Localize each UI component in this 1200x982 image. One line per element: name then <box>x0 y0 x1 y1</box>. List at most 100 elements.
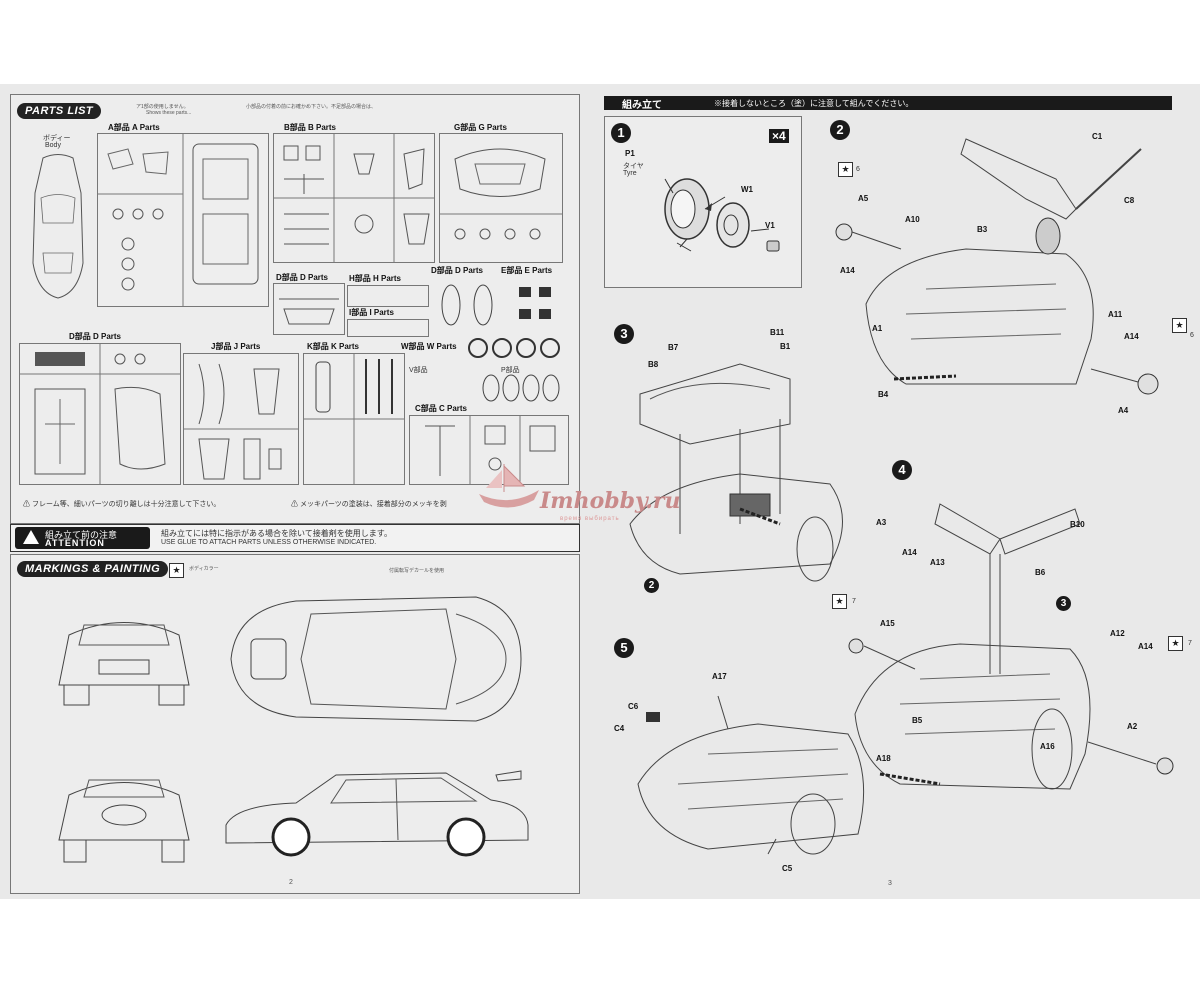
sprue-b: B部品 B Parts <box>273 123 435 263</box>
attention-text-jp: 組み立てには特に指示がある場合を除いて接着剤を使用します。 <box>161 529 392 538</box>
sprue-g-label: G部品 G Parts <box>454 123 507 132</box>
step4-star-right-icon: ★ <box>1168 636 1183 651</box>
step2-star-right-number: 6 <box>1190 332 1194 339</box>
step2-label-b4: B4 <box>878 390 889 399</box>
sprue-d1-label: D部品 D Parts <box>276 273 329 282</box>
color-star-icon: ★ <box>169 563 184 578</box>
sprue-e-drawing <box>441 284 551 326</box>
step1-panel: 1 ×4 P1 タイヤ Tyre W1 V1 <box>604 116 802 288</box>
parts-list-title: PARTS LIST <box>17 103 102 119</box>
step4-label-a2: A2 <box>1127 722 1138 731</box>
step5-label-a18: A18 <box>876 754 891 763</box>
sprue-d2-drawing <box>20 344 180 484</box>
parts-footer-left: ⚠ フレーム等、細いパーツの切り離しは十分注意して下さい。 <box>23 501 221 508</box>
sprue-i-label: I部品 I Parts <box>349 308 394 317</box>
sprue-c-label: C部品 C Parts <box>415 404 468 413</box>
step2-drawing <box>835 138 1159 395</box>
markings-title: MARKINGS & PAINTING <box>17 561 169 577</box>
sprue-w-label: W部品 W Parts <box>401 342 457 351</box>
step3-label-b8: B8 <box>648 360 659 369</box>
sprue-b-drawing <box>274 134 434 262</box>
step4-drawing <box>848 503 1174 790</box>
sprue-a: A部品 A Parts <box>97 123 269 307</box>
sprue-p-drawing <box>482 374 560 402</box>
sprue-w-drawing <box>468 338 560 358</box>
step2-label-a1: A1 <box>872 324 883 333</box>
step2-label-c1: C1 <box>1092 132 1103 141</box>
step4-star-right-number: 7 <box>1188 640 1192 647</box>
parts-list-panel: PARTS LIST ア1部の使用しません。 Shows these parts… <box>10 94 580 524</box>
attention-badge-en: ATTENTION <box>45 538 105 548</box>
step4-label-b6: B6 <box>1035 568 1046 577</box>
left-page-number: 2 <box>289 879 293 886</box>
sprue-j <box>183 353 299 485</box>
sprue-a-label: A部品 A Parts <box>108 123 160 132</box>
step2-label-a5: A5 <box>858 194 869 203</box>
car-side-view <box>225 770 529 857</box>
step2-label-b3: B3 <box>977 225 988 234</box>
step3-drawing <box>629 363 843 582</box>
car-top-view <box>230 596 522 722</box>
sprue-h-label: H部品 H Parts <box>349 274 402 283</box>
sprue-p-label: P部品 <box>501 367 520 374</box>
step4-label-a15: A15 <box>880 619 895 628</box>
step5-badge: 5 <box>614 638 634 658</box>
attention-badge-jp: 組み立て前の注意 <box>45 530 118 540</box>
step3-label-b1: B1 <box>780 342 791 351</box>
sprue-i <box>347 319 429 337</box>
step2-label-a10: A10 <box>905 215 920 224</box>
step2-label-a11: A11 <box>1108 310 1123 319</box>
watermark-ship-icon <box>479 464 539 508</box>
step5-label-c6: C6 <box>628 702 639 711</box>
step2-star-left-number: 6 <box>856 166 860 173</box>
sprue-k <box>303 353 405 485</box>
step5-label-c4: C4 <box>614 724 625 733</box>
sprue-j-label: J部品 J Parts <box>211 342 261 351</box>
body-drawing <box>32 154 84 299</box>
sprue-c-drawing <box>425 416 556 484</box>
sprue-c <box>409 415 569 485</box>
step2-label-a4: A4 <box>1118 406 1129 415</box>
sprue-h <box>347 285 429 307</box>
watermark-subtext: время выбирать <box>560 516 620 522</box>
step2-label-a14-right: A14 <box>1124 332 1139 341</box>
sprue-g: G部品 G Parts <box>439 123 563 263</box>
step1-tire-part: P1 <box>625 149 635 158</box>
step4-star-left-icon: ★ <box>832 594 847 609</box>
step1-tire-en: Tyre <box>623 170 637 177</box>
step1-drawing <box>664 178 780 252</box>
markings-callout-note: 付属転写デカールを使用 <box>389 568 445 574</box>
step3-label-b11: B11 <box>770 328 785 337</box>
step5-label-a17: A17 <box>712 672 727 681</box>
car-rear-view <box>58 622 190 706</box>
step5-drawing <box>637 695 865 855</box>
sprue-v-label: V部品 <box>409 367 428 374</box>
attention-badge: 組み立て前の注意 ATTENTION <box>15 527 150 549</box>
step1-cap-part: V1 <box>765 221 775 230</box>
step1-multiplier: ×4 <box>769 129 789 143</box>
step4-sub-step-badge: 3 <box>1056 596 1071 611</box>
step3-badge: 3 <box>614 324 634 344</box>
step4-label-b10: B10 <box>1070 520 1085 529</box>
sprue-d2 <box>19 343 181 485</box>
markings-color-note: ボディカラー <box>189 566 219 572</box>
parts-footer-right: ⚠ メッキパーツの塗装は、接着部分のメッキを剥 <box>291 501 447 508</box>
sprue-d2-label: D部品 D Parts <box>69 332 122 341</box>
sprue-k-label: K部品 K Parts <box>307 342 360 351</box>
assembly-note: ※接着しないところ（塗）に注意して組んでください。 <box>714 99 914 108</box>
assembly-header: 組み立て ※接着しないところ（塗）に注意して組んでください。 <box>604 96 1172 111</box>
step4-label-b5: B5 <box>912 716 923 725</box>
step2-label-a14-left: A14 <box>840 266 855 275</box>
step4-label-a3: A3 <box>876 518 887 527</box>
assembly-title: 組み立て <box>622 100 662 111</box>
step5-label-c5: C5 <box>782 864 793 873</box>
sprue-g-drawing <box>440 148 562 240</box>
step3-label-b7: B7 <box>668 343 679 352</box>
sprue-d1: D部品 D Parts <box>273 273 345 335</box>
step2-star-left-icon: ★ <box>838 162 853 177</box>
step4-label-a14-left: A14 <box>902 548 917 557</box>
step1-wheel-part: W1 <box>741 185 753 194</box>
attention-bar: 組み立て前の注意 ATTENTION 組み立てには特に指示がある場合を除いて接着… <box>10 524 580 552</box>
step4-label-a12: A12 <box>1110 629 1125 638</box>
sprue-b-label: B部品 B Parts <box>284 123 337 132</box>
